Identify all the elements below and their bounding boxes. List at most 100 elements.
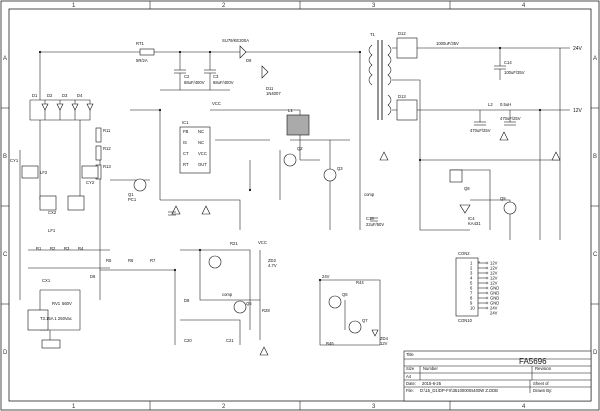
con2-pin-terminal bbox=[485, 286, 489, 290]
tb-date: 2015-6-25 bbox=[422, 381, 442, 386]
cy1-label: CY1 bbox=[10, 158, 19, 163]
cy2-label: CY2 bbox=[86, 180, 95, 185]
con2-net-label: 12V bbox=[490, 281, 498, 286]
r13-label: R13 bbox=[103, 164, 111, 169]
fuse-label: RT1 bbox=[136, 41, 145, 46]
r28-label: R28 bbox=[262, 308, 270, 313]
col-label: 2 bbox=[222, 404, 226, 410]
zd12-value: 12V bbox=[380, 341, 388, 346]
t1-label: T1 bbox=[370, 32, 376, 37]
tb-drawn-label: Drawn By: bbox=[533, 388, 552, 393]
con2-pin-number: 7 bbox=[470, 291, 473, 296]
con2-pin-terminal bbox=[485, 306, 489, 310]
fuse-symbol bbox=[139, 48, 155, 56]
inner-frame bbox=[8, 8, 592, 402]
warning-icon bbox=[551, 151, 561, 161]
transistor-symbol bbox=[133, 178, 147, 192]
con2-pin-number: 2 bbox=[470, 266, 473, 271]
r11-label: R11 bbox=[103, 128, 111, 133]
r44-label: R44 bbox=[356, 280, 364, 285]
tb-revision-label: Revision bbox=[535, 366, 552, 371]
transistor-symbol bbox=[503, 201, 517, 215]
transistor-symbol bbox=[348, 320, 362, 334]
zd13-value: 24V bbox=[322, 274, 330, 279]
q8-label: Q8 bbox=[464, 186, 470, 191]
c20-label: C20 bbox=[184, 338, 192, 343]
tb-number-label: Number bbox=[423, 366, 438, 371]
r7-label: R7 bbox=[150, 258, 156, 263]
c11-value: 1000uF/35V bbox=[436, 41, 459, 46]
d13-label: D13 bbox=[398, 94, 406, 99]
r5-label: R5 bbox=[106, 258, 112, 263]
pc1-label: PC1 bbox=[128, 197, 137, 202]
tb-title-label: Title bbox=[406, 352, 414, 357]
transistor-symbol bbox=[208, 255, 222, 269]
comp-label: comp bbox=[364, 192, 375, 197]
diode-symbol bbox=[239, 45, 247, 59]
d9-label: D9 bbox=[246, 58, 252, 63]
con2-pin-number: 8 bbox=[470, 296, 473, 301]
rv1-label: RV1 bbox=[52, 301, 61, 306]
highlighted-block bbox=[286, 114, 310, 136]
con2-pin-number: 10 bbox=[470, 306, 475, 311]
vcc-label: VCC bbox=[212, 101, 221, 106]
row-label: B bbox=[3, 154, 7, 160]
c18-value: 22uF/50V bbox=[366, 222, 384, 227]
d9-value: SU79/KE200A bbox=[222, 38, 249, 43]
d11-value: 1N4007 bbox=[266, 91, 281, 96]
ic1-box bbox=[179, 126, 211, 174]
con2-net-label: 24V bbox=[490, 311, 498, 316]
transistor-symbol bbox=[233, 300, 247, 314]
col-label: 3 bbox=[372, 3, 376, 9]
warning-icon bbox=[259, 346, 269, 356]
col-label: 1 bbox=[72, 404, 76, 410]
ic1-label: IC1 bbox=[182, 120, 189, 125]
transistor-symbol bbox=[283, 153, 297, 167]
con2-pin-terminal bbox=[485, 296, 489, 300]
con2-net-label: 24V bbox=[490, 306, 498, 311]
con2-pin-number: 6 bbox=[470, 286, 473, 291]
fuse-value: 5R/2A bbox=[136, 58, 148, 63]
con2-name: CON10 bbox=[458, 318, 473, 323]
row-label: D bbox=[3, 350, 8, 356]
con2-pin-terminal bbox=[485, 291, 489, 295]
l1-label: L1 bbox=[288, 108, 293, 113]
comp-label: comp bbox=[222, 292, 233, 297]
col-label: 1 bbox=[72, 3, 76, 9]
tb-title: FA5696 bbox=[519, 357, 547, 366]
row-label: A bbox=[3, 56, 7, 62]
r2-label: R2 bbox=[50, 246, 56, 251]
warning-icon bbox=[171, 205, 181, 215]
tb-file: D:\15_D1\DP-FX\35100000s400W Z.DDB bbox=[420, 388, 498, 393]
col-label: 2 bbox=[222, 3, 226, 9]
vcc-label: VCC bbox=[258, 240, 267, 245]
r3-label: R3 bbox=[64, 246, 70, 251]
tb-file-label: File: bbox=[406, 388, 414, 393]
c2-label: C2 bbox=[184, 74, 190, 79]
tb-date-label: Date: bbox=[406, 381, 416, 386]
con2-net-label: GND bbox=[490, 296, 499, 301]
title-block: Title FA5696 Size A4 Number Revision Dat… bbox=[403, 350, 592, 402]
ic4-type: KA431 bbox=[468, 221, 481, 226]
d1-label: D1 bbox=[32, 93, 38, 98]
lf1-label: LF1 bbox=[48, 228, 56, 233]
c2-value: 68uF/400V bbox=[184, 80, 205, 85]
wiring bbox=[19, 40, 570, 346]
transistor-symbol bbox=[323, 168, 337, 182]
fuse2-label: T3.15A 1 250Vac bbox=[40, 316, 72, 321]
q3-label: Q3 bbox=[337, 166, 343, 171]
ic1-pin: NC bbox=[198, 140, 204, 145]
con2-pin-number: 1 bbox=[470, 261, 473, 266]
lf2-label: LF2 bbox=[40, 170, 48, 175]
con2-pin-number: 9 bbox=[470, 301, 473, 306]
rectifier-symbol bbox=[396, 37, 418, 59]
regulator-symbol bbox=[459, 204, 471, 214]
d11-label: D11 bbox=[266, 86, 274, 91]
d6-label: D6 bbox=[90, 274, 96, 279]
ic1-pin: CT bbox=[183, 151, 189, 156]
row-label: C bbox=[593, 252, 598, 258]
